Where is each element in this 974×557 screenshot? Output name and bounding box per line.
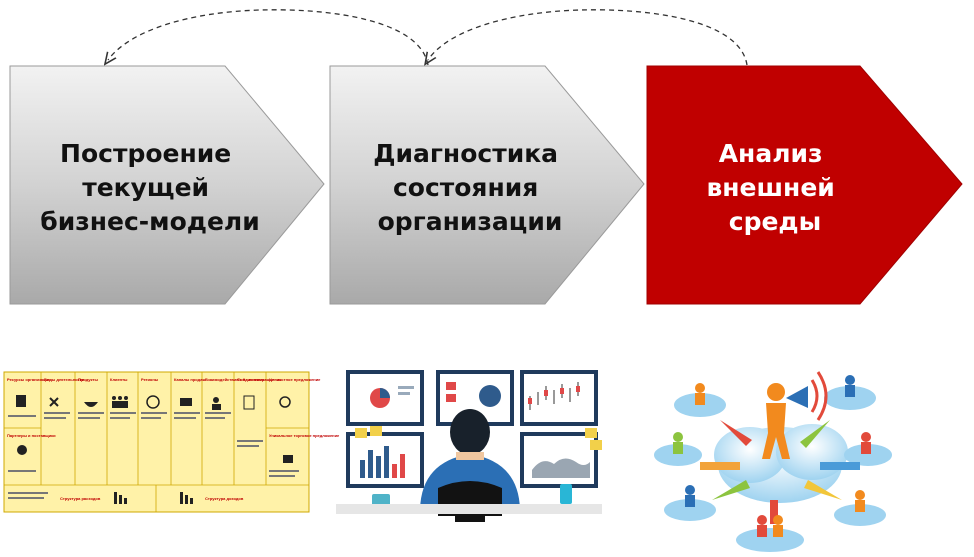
- bmc-header-1: Ресурсы организации: [7, 377, 51, 382]
- business-model-canvas-image: Ресурсы организации Виды деятельности Пр…: [3, 371, 340, 513]
- external-environment-image: [654, 371, 892, 552]
- bmc-right-lower-header: Уникальное торговое предложение: [269, 433, 340, 438]
- bmc-left-lower-header: Партнеры и поставщики: [7, 433, 56, 438]
- bmc-header-2: Виды деятельности: [44, 377, 85, 382]
- step-1-line-3: бизнес-модели: [40, 207, 260, 236]
- svg-text:Диагностика состояния: Диагностика состояния организации: [373, 139, 567, 236]
- bmc-header-6: Каналы продаж: [174, 377, 205, 382]
- step-1-chevron: Построение текущей бизнес-модели: [9, 65, 325, 305]
- bmc-header-3: Продукты: [78, 377, 98, 382]
- bmc-header-4: Клиенты: [110, 377, 128, 382]
- step-3-chevron: Анализ внешней среды: [646, 65, 963, 305]
- step-3-line-3: среды: [729, 207, 821, 236]
- step-1-line-2: текущей: [82, 173, 209, 202]
- step-2-line-1: Диагностика: [373, 139, 558, 168]
- feedback-arrow-3-to-2: [428, 9, 748, 65]
- bmc-header-7: Взаимодействие с Клиентами: [205, 377, 265, 382]
- step-2-line-3: организации: [378, 207, 563, 236]
- step-1-line-1: Построение: [60, 139, 231, 168]
- feedback-arrow-2-to-1: [108, 9, 429, 65]
- monitoring-workstation-image: [336, 370, 602, 522]
- bmc-header-8: Фонд вознаграждения: [237, 377, 282, 382]
- bmc-header-9: Ценностное предложение: [269, 377, 321, 382]
- bmc-bottom-left: Структура расходов: [60, 496, 101, 501]
- step-3-line-2: внешней: [706, 173, 834, 202]
- bmc-bottom-right: Структура доходов: [205, 496, 244, 501]
- bmc-header-5: Регионы: [141, 377, 159, 382]
- svg-text:Анализ внешней сре: Анализ внешней среды: [706, 139, 843, 236]
- step-3-line-1: Анализ: [719, 139, 823, 168]
- step-2-chevron: Диагностика состояния организации: [329, 65, 645, 305]
- svg-text:Построение текущей: Построение текущей бизнес-модели: [40, 139, 260, 236]
- step-2-line-2: состояния: [393, 173, 538, 202]
